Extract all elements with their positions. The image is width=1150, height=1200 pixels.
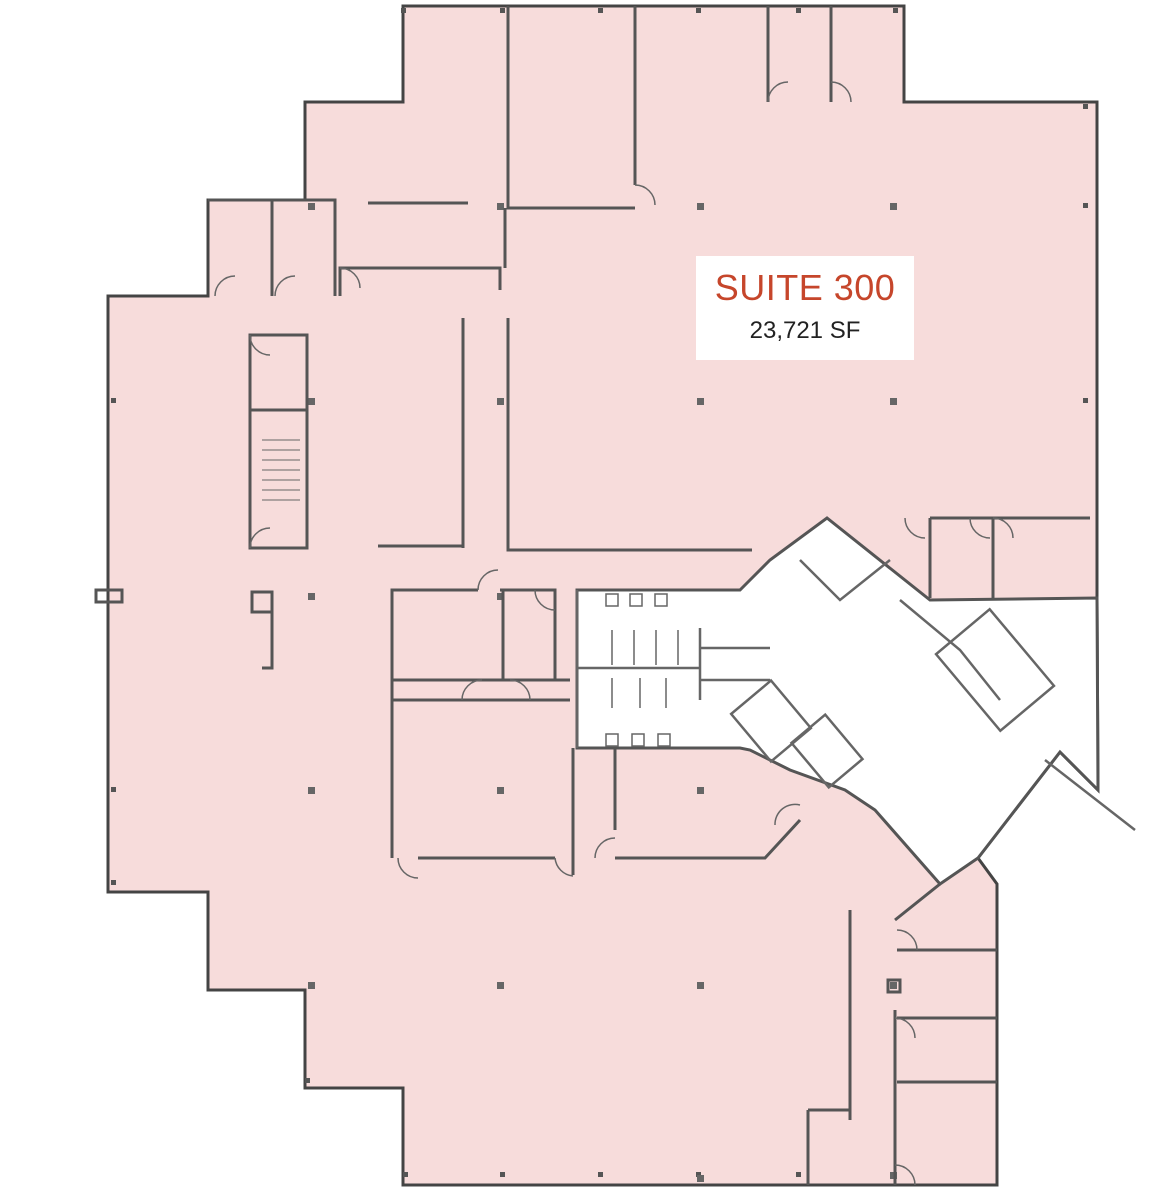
structural-columns [308, 203, 897, 1182]
suite-label: SUITE 300 23,721 SF [696, 256, 914, 360]
suite-name: SUITE 300 [714, 267, 896, 308]
stair-left [262, 439, 300, 501]
door-swings [214, 81, 1014, 1186]
core-walls [575, 559, 1136, 831]
exterior-detail [94, 588, 124, 604]
interior-walls [208, 6, 1090, 1185]
mullions [111, 8, 1088, 1177]
suite-area: 23,721 SF [749, 317, 861, 344]
restroom-fixtures [605, 593, 679, 747]
building-core [575, 516, 1100, 886]
